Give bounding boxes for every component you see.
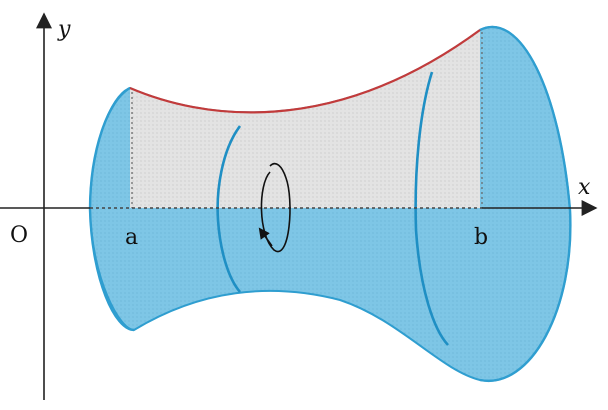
region-texture	[130, 30, 480, 208]
generating-curve	[129, 29, 481, 114]
bound-b-label: b	[474, 225, 488, 250]
right-end-cap	[479, 25, 572, 383]
y-axis-label: y	[57, 17, 71, 42]
left-end-cap	[88, 86, 135, 332]
bound-a-label: a	[125, 225, 138, 250]
right-cross-section	[414, 71, 449, 346]
rotation-arrow-icon	[258, 162, 291, 253]
x-axis-label: x	[578, 175, 591, 200]
middle-cross-section	[216, 125, 242, 293]
origin-label: O	[10, 223, 28, 248]
